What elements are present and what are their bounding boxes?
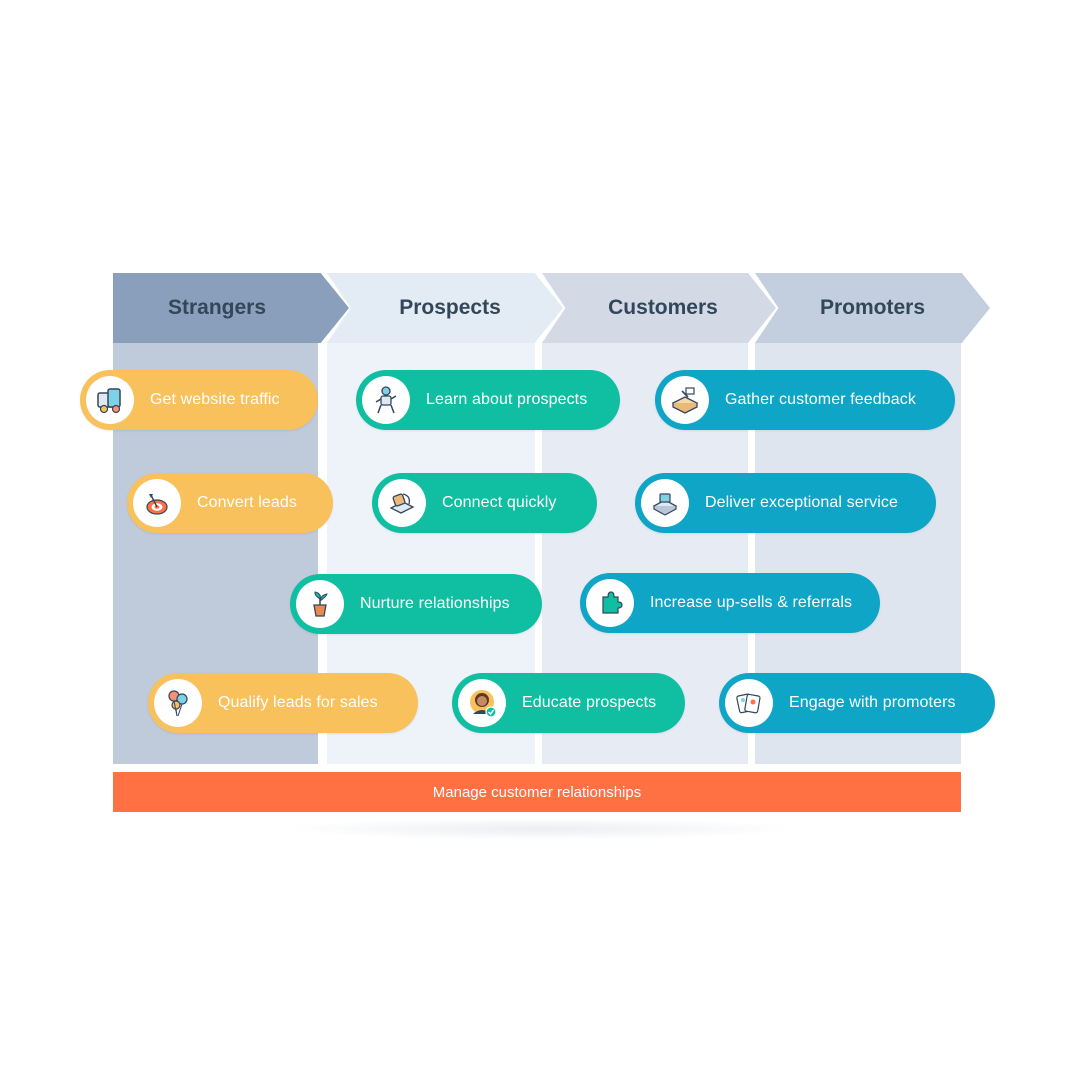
stage-header-promoters: Promoters: [755, 273, 990, 343]
stage-header-strangers: Strangers: [113, 273, 349, 343]
action-label: Nurture relationships: [360, 595, 510, 612]
puzzle-piece-icon: [586, 579, 634, 627]
action-learn-about-prospects: Learn about prospects: [356, 370, 620, 430]
action-label: Deliver exceptional service: [705, 494, 899, 511]
action-label: Get website traffic: [150, 391, 280, 408]
target-icon: [133, 479, 181, 527]
website-traffic-icon: [86, 376, 134, 424]
stage-label: Strangers: [167, 296, 267, 319]
action-engage-with-promoters: Engage with promoters: [719, 673, 995, 733]
stage-label: Customers: [608, 296, 718, 319]
action-label: Gather customer feedback: [725, 391, 916, 408]
stage-label: Prospects: [399, 296, 501, 319]
plant-icon: [296, 580, 344, 628]
service-desk-icon: [641, 479, 689, 527]
person-avatar-icon: [458, 679, 506, 727]
cards-icon: [725, 679, 773, 727]
manage-customer-relationships-bar: Manage customer relationships: [113, 772, 961, 812]
action-connect-quickly: Connect quickly: [372, 473, 597, 533]
action-qualify-leads-for-sales: Qualify leads for sales: [148, 673, 418, 733]
phone-icon: [378, 479, 426, 527]
action-get-website-traffic: Get website traffic: [80, 370, 318, 430]
stage-label: Promoters: [819, 296, 926, 319]
action-label: Convert leads: [197, 494, 298, 511]
action-label: Connect quickly: [442, 494, 557, 511]
action-label: Engage with promoters: [789, 694, 956, 711]
robot-icon: [362, 376, 410, 424]
stage-header-prospects: Prospects: [327, 273, 563, 343]
manage-bar-label: Manage customer relationships: [432, 783, 642, 801]
action-label: Qualify leads for sales: [218, 694, 378, 711]
feedback-box-icon: [661, 376, 709, 424]
action-label: Increase up-sells & referrals: [650, 594, 853, 611]
action-convert-leads: Convert leads: [127, 473, 333, 533]
stage-header-customers: Customers: [542, 273, 776, 343]
action-increase-upsells-referrals: Increase up-sells & referrals: [580, 573, 880, 633]
action-label: Learn about prospects: [426, 391, 588, 408]
bar-shadow: [280, 818, 800, 840]
action-educate-prospects: Educate prospects: [452, 673, 685, 733]
balloons-icon: [154, 679, 202, 727]
action-gather-customer-feedback: Gather customer feedback: [655, 370, 955, 430]
action-nurture-relationships: Nurture relationships: [290, 574, 542, 634]
action-label: Educate prospects: [522, 694, 657, 711]
action-deliver-exceptional-service: Deliver exceptional service: [635, 473, 936, 533]
